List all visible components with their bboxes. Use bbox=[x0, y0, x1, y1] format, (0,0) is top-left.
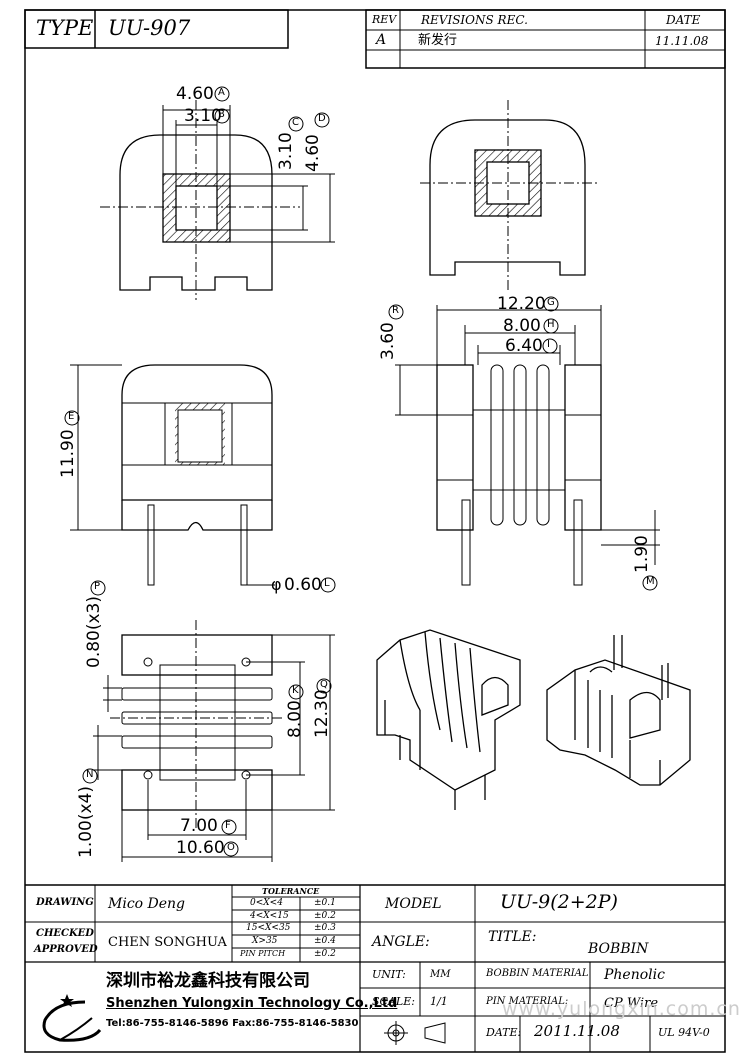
date-label: DATE: bbox=[486, 1026, 522, 1039]
tol-range-3: X>35 bbox=[252, 936, 278, 946]
dim-o: 10.60 bbox=[176, 838, 225, 858]
watermark: www.yulongxin.com.cn bbox=[502, 998, 741, 1020]
revision-date: 11.11.08 bbox=[655, 34, 709, 48]
dim-r: 3.60 bbox=[378, 322, 398, 360]
dim-m: 1.90 bbox=[632, 535, 652, 573]
tol-value-2: ±0.3 bbox=[314, 923, 336, 933]
dim-b: 3.10 bbox=[184, 106, 222, 126]
tol-range-0: 0<X<4 bbox=[250, 898, 283, 908]
bobbin-material-value: Phenolic bbox=[604, 967, 665, 983]
tol-range-4: PIN PITCH bbox=[240, 949, 286, 958]
label-o: O bbox=[227, 842, 235, 853]
date-header-label: DATE bbox=[666, 13, 701, 27]
approved-label: APPROVED bbox=[34, 944, 98, 955]
company-logo-icon bbox=[42, 994, 102, 1042]
dim-l-phi: φ bbox=[271, 575, 282, 594]
dim-g: 12.20 bbox=[497, 294, 546, 314]
isometric-view-2 bbox=[546, 635, 691, 786]
scale-label: SCALE: bbox=[372, 995, 415, 1008]
rev-label: REV bbox=[372, 13, 397, 26]
model-value: UU-9(2+2P) bbox=[500, 891, 618, 913]
date-value: 2011.11.08 bbox=[534, 1022, 620, 1040]
company-contact: Tel:86-755-8146-5896 Fax:86-755-8146-583… bbox=[106, 1018, 359, 1029]
tol-value-1: ±0.2 bbox=[314, 911, 336, 921]
rev-value: A bbox=[376, 32, 387, 48]
title-label: TITLE: bbox=[488, 929, 537, 945]
label-k: K bbox=[292, 685, 299, 696]
company-name-cn: 深圳市裕龙鑫科技有限公司 bbox=[106, 971, 310, 991]
revision-text: 新发行 bbox=[418, 33, 458, 48]
view-side-middle-right bbox=[436, 364, 602, 586]
label-i: I bbox=[547, 339, 550, 350]
pin-material-label: PIN MATERIAL: bbox=[486, 996, 569, 1007]
view-front-top-left bbox=[100, 100, 300, 300]
label-m: M bbox=[646, 576, 655, 587]
company-name-en: Shenzhen Yulongxin Technology Co.,Ltd bbox=[106, 996, 398, 1011]
dim-d: 4.60 bbox=[303, 134, 323, 172]
tol-value-0: ±0.1 bbox=[314, 898, 336, 908]
projection-symbol-icon bbox=[384, 1021, 446, 1045]
tolerance-label: TOLERANCE bbox=[262, 886, 320, 896]
tol-value-4: ±0.2 bbox=[314, 949, 336, 959]
dim-n: 1.00(x4) bbox=[76, 786, 96, 858]
dim-k: 8.00 bbox=[285, 700, 305, 738]
angle-label: ANGLE: bbox=[372, 934, 430, 950]
label-e: E bbox=[68, 411, 75, 422]
label-l: L bbox=[324, 578, 330, 589]
dim-c: 3.10 bbox=[276, 132, 296, 170]
ul-value: UL 94V-0 bbox=[658, 1026, 710, 1039]
view-top-bottom-left bbox=[110, 620, 285, 830]
checked-value: CHEN SONGHUA bbox=[108, 935, 227, 950]
label-c: C bbox=[292, 117, 299, 128]
dim-q: 12.30 bbox=[312, 689, 332, 738]
type-label: TYPE bbox=[36, 16, 94, 40]
label-f: F bbox=[225, 820, 231, 831]
tol-range-1: 4<X<15 bbox=[250, 911, 289, 921]
dim-a: 4.60 bbox=[176, 84, 214, 104]
view-front-top-right bbox=[420, 100, 600, 290]
model-label: MODEL bbox=[385, 896, 442, 912]
view-side-middle-left bbox=[121, 364, 273, 586]
dim-f: 7.00 bbox=[180, 816, 218, 836]
label-d: D bbox=[318, 113, 326, 124]
label-q: Q bbox=[320, 679, 328, 690]
dim-l: 0.60 bbox=[284, 575, 322, 595]
dim-h: 8.00 bbox=[503, 316, 541, 336]
label-p: P bbox=[94, 581, 101, 592]
pin-material-value: CP Wire bbox=[604, 996, 659, 1011]
dim-p: 0.80(x3) bbox=[84, 596, 104, 668]
isometric-view-1 bbox=[376, 629, 521, 810]
revisions-label: REVISIONS REC. bbox=[421, 13, 528, 27]
unit-value: MM bbox=[430, 969, 451, 980]
label-h: H bbox=[547, 319, 555, 330]
label-b: B bbox=[218, 109, 225, 120]
checked-label: CHECKED bbox=[36, 928, 94, 939]
unit-label: UNIT: bbox=[372, 968, 406, 981]
label-g: G bbox=[547, 297, 555, 308]
drawing-label: DRAWING bbox=[36, 897, 94, 908]
label-r: R bbox=[392, 305, 399, 316]
label-a: A bbox=[218, 87, 225, 98]
tol-value-3: ±0.4 bbox=[314, 936, 336, 946]
bobbin-material-label: BOBBIN MATERIAL bbox=[486, 968, 589, 979]
type-value: UU-907 bbox=[108, 16, 191, 40]
scale-value: 1/1 bbox=[430, 995, 448, 1008]
title-value: BOBBIN bbox=[588, 941, 649, 957]
dim-e: 11.90 bbox=[58, 429, 78, 478]
label-n: N bbox=[86, 769, 94, 780]
drawing-value: Mico Deng bbox=[108, 896, 186, 912]
dim-i: 6.40 bbox=[505, 336, 543, 356]
tol-range-2: 15<X<35 bbox=[246, 923, 291, 933]
